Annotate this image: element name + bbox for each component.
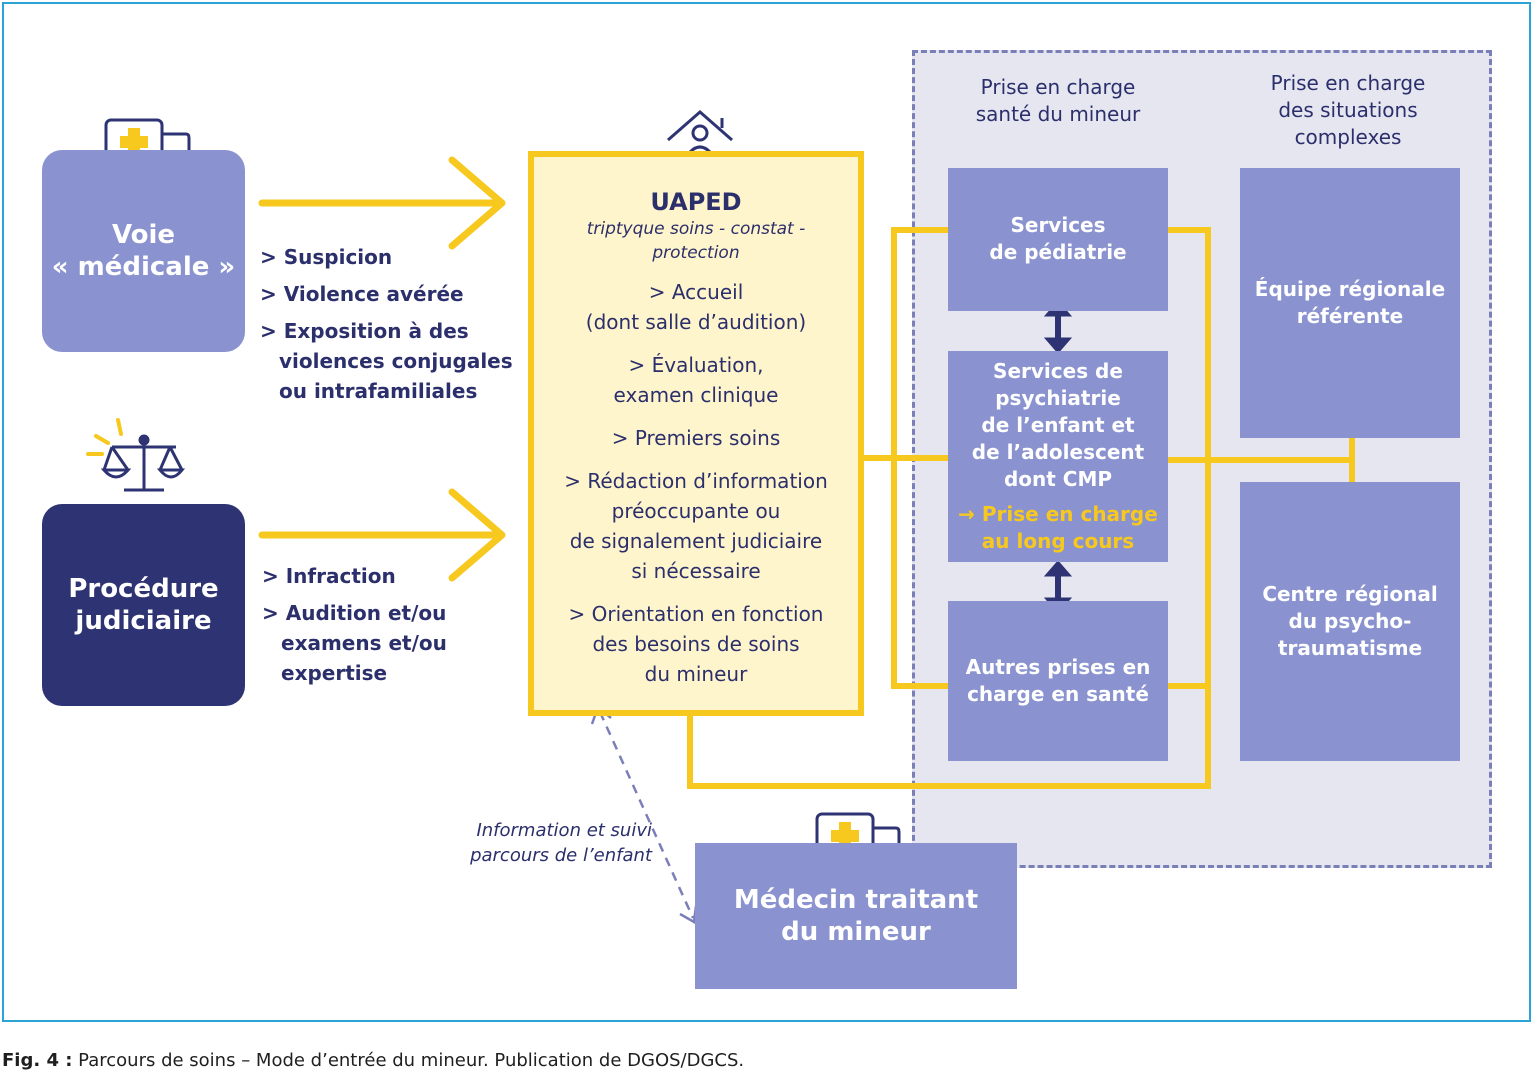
procedure-item: > Audition et/ou xyxy=(262,601,447,625)
uaped-item-premiers-soins: > Premiers soins xyxy=(612,423,781,453)
uaped-line: examen clinique xyxy=(613,383,779,407)
col-complexes-heading: Prise en charge des situations complexes xyxy=(1236,70,1460,151)
equipe-box: Équipe régionale référente xyxy=(1240,168,1460,438)
uaped-subtitle: triptyque soins - constat - protection xyxy=(587,217,806,265)
medecin-line: du mineur xyxy=(781,917,931,947)
uaped-line: > Rédaction d’information xyxy=(564,469,828,493)
voie-line2: « médicale » xyxy=(51,252,236,282)
centre-line: du psycho- xyxy=(1288,609,1412,633)
uaped-item-evaluation: > Évaluation, examen clinique xyxy=(614,350,779,410)
voie-medicale-box: Voie « médicale » xyxy=(42,150,245,352)
psychiatrie-line: de l’adolescent xyxy=(971,440,1145,464)
psychiatrie-line: psychiatrie xyxy=(995,386,1121,410)
yellow-connectors xyxy=(687,227,1355,789)
figure-frame xyxy=(2,2,1531,1022)
psychiatrie-line: Services de xyxy=(993,359,1123,383)
uaped-line: > Évaluation, xyxy=(628,353,764,377)
procedure-line1: Procédure xyxy=(68,574,219,604)
sparkle-icon xyxy=(86,418,123,456)
psychiatrie-highlight: au long cours xyxy=(981,529,1135,553)
info-dashed-arrow xyxy=(598,711,695,919)
uaped-line: préoccupante ou xyxy=(611,499,781,523)
figure-caption: Fig. 4 : Parcours de soins – Mode d’entr… xyxy=(2,1050,744,1071)
pediatrie-line: Services xyxy=(1010,213,1106,237)
pediatrie-line: de pédiatrie xyxy=(989,240,1127,264)
medecin-line: Médecin traitant xyxy=(733,885,979,915)
centre-line: Centre régional xyxy=(1262,582,1438,606)
voie-item: ou intrafamiliales xyxy=(279,379,478,403)
procedure-item: > Infraction xyxy=(262,564,396,588)
caption-text: Parcours de soins – Mode d’entrée du min… xyxy=(72,1050,745,1071)
uaped-subtitle-line: triptyque soins - constat - xyxy=(586,219,806,239)
psychiatrie-highlight: → Prise en charge xyxy=(958,502,1158,526)
heading-line: complexes xyxy=(1294,125,1402,149)
autres-line: Autres prises en xyxy=(965,655,1151,679)
psychiatrie-box: Services de psychiatrie de l’enfant et d… xyxy=(948,351,1168,562)
caption-label: Fig. 4 : xyxy=(2,1050,73,1071)
psychiatrie-line: dont CMP xyxy=(1003,467,1113,491)
autres-box: Autres prises en charge en santé xyxy=(948,601,1168,761)
uaped-title: UAPED xyxy=(650,188,742,216)
heading-line: des situations xyxy=(1278,98,1418,122)
uaped-line: si nécessaire xyxy=(631,559,761,583)
uaped-line: des besoins de soins xyxy=(592,632,800,656)
procedure-items: > Infraction > Audition et/ou examens et… xyxy=(262,561,447,688)
psychiatrie-line: de l’enfant et xyxy=(981,413,1135,437)
heading-line: santé du mineur xyxy=(975,102,1141,126)
heading-line: Prise en charge xyxy=(980,75,1136,99)
uaped-line: > Accueil xyxy=(648,280,744,304)
voie-line1: Voie xyxy=(111,220,176,250)
uaped-box: UAPED triptyque soins - constat - protec… xyxy=(528,151,864,716)
uaped-subtitle-line: protection xyxy=(652,243,740,263)
info-line: parcours de l’enfant xyxy=(470,845,652,866)
heading-line: Prise en charge xyxy=(1270,71,1426,95)
centre-line: traumatisme xyxy=(1277,636,1423,660)
procedure-judiciaire-box: Procédure judiciaire xyxy=(42,504,245,706)
uaped-line: (dont salle d’audition) xyxy=(585,310,807,334)
uaped-item-orientation: > Orientation en fonction des besoins de… xyxy=(569,599,824,689)
uaped-line: du mineur xyxy=(644,662,748,686)
voie-item: > Violence avérée xyxy=(260,282,464,306)
info-label: Information et suivi parcours de l’enfan… xyxy=(432,818,652,868)
uaped-line: > Premiers soins xyxy=(611,426,781,450)
medecin-traitant-box: Médecin traitant du mineur xyxy=(695,843,1017,989)
voie-item: > Suspicion xyxy=(260,245,393,269)
pediatrie-box: Services de pédiatrie xyxy=(948,168,1168,311)
arrow-procedure xyxy=(258,488,506,582)
info-line: Information et suivi xyxy=(476,820,652,841)
centre-box: Centre régional du psycho- traumatisme xyxy=(1240,482,1460,761)
scales-of-justice-icon xyxy=(100,434,186,492)
arrow-voie xyxy=(258,156,506,250)
uaped-line: > Orientation en fonction xyxy=(568,602,824,626)
uaped-item-redaction: > Rédaction d’information préoccupante o… xyxy=(564,466,828,586)
uaped-line: de signalement judiciaire xyxy=(569,529,823,553)
uaped-item-accueil: > Accueil (dont salle d’audition) xyxy=(586,277,806,337)
procedure-item: examens et/ou xyxy=(281,631,447,655)
equipe-line: référente xyxy=(1296,304,1404,328)
equipe-line: Équipe régionale xyxy=(1254,277,1446,301)
col-sante-heading: Prise en charge santé du mineur xyxy=(948,74,1168,128)
voie-items: > Suspicion > Violence avérée > Expositi… xyxy=(260,242,513,406)
voie-item: violences conjugales xyxy=(279,349,513,373)
autres-line: charge en santé xyxy=(967,682,1149,706)
voie-item: > Exposition à des xyxy=(260,319,469,343)
procedure-item: expertise xyxy=(281,661,388,685)
procedure-line2: judiciaire xyxy=(75,606,212,636)
